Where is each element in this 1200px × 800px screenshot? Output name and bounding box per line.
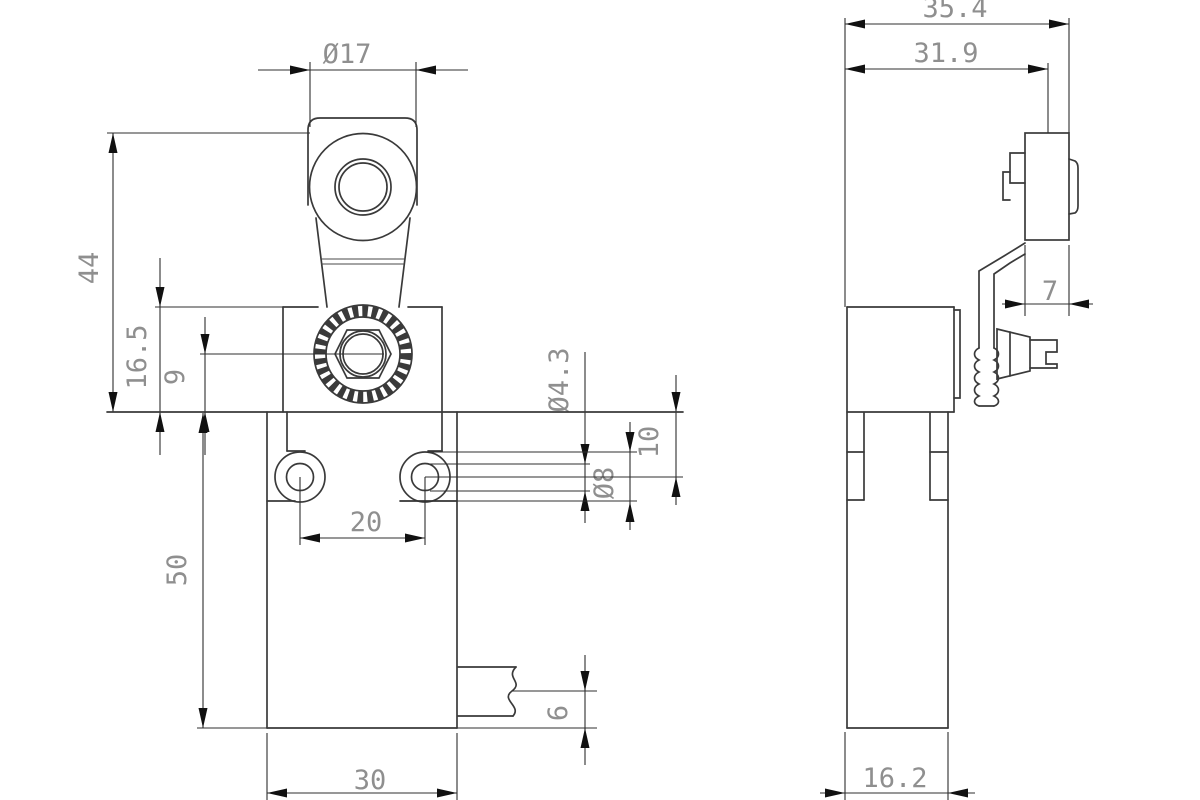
side-roller	[1024, 132, 1070, 241]
dim-label-hole-top-offset: 10	[634, 426, 665, 459]
side-mounting-plate	[953, 309, 961, 399]
lever-arm-left-edge	[315, 217, 328, 308]
side-lever-outer-edge	[978, 242, 1026, 349]
dim-label-roller-width: 7	[1042, 276, 1058, 307]
dim-label-body-width: 30	[354, 765, 387, 796]
dim-label-head-height: 16.5	[122, 324, 153, 389]
side-roller-pin	[1002, 171, 1011, 201]
dim-body-width: 30	[266, 733, 458, 800]
dim-label-body-height: 50	[162, 554, 193, 587]
dim-hole-spacing: 20	[299, 477, 426, 545]
front-view: Ø17 44 16.5 9	[74, 39, 684, 800]
hex-nut	[334, 329, 392, 379]
dim-label-roller-diameter: Ø17	[323, 39, 372, 70]
switch-body	[266, 411, 517, 729]
dim-head-height: 16.5	[122, 258, 283, 455]
dim-roller-diameter: Ø17	[258, 39, 468, 127]
side-roller-bump	[1068, 158, 1079, 215]
dim-label-hole-spacing: 20	[350, 507, 383, 538]
dim-label-total-depth: 35.4	[922, 0, 987, 24]
dim-roller-width: 7	[1002, 245, 1093, 316]
dim-total-depth: 35.4	[844, 0, 1070, 307]
side-roller-lever	[973, 132, 1079, 407]
dim-lever-height: 44	[74, 132, 310, 412]
dim-label-body-depth: 16.2	[862, 763, 927, 794]
plunger-fork	[1029, 339, 1058, 369]
dim-hole-diameter: Ø4.3	[430, 347, 590, 523]
side-view: 35.4 31.9 7 16.2	[820, 0, 1093, 800]
side-plunger	[996, 327, 1058, 381]
dim-body-height: 50	[162, 413, 267, 729]
roller-outer-circle	[308, 132, 418, 242]
side-roller-hub	[1009, 152, 1026, 184]
dim-label-boss-diameter: Ø8	[589, 467, 620, 500]
dim-label-roller-center-depth: 31.9	[913, 38, 978, 69]
side-knurl-left-edge	[973, 347, 981, 407]
side-lever-inner-edge	[993, 253, 1026, 349]
roller-hub-circle	[334, 158, 392, 216]
dim-tab-offset: 6	[457, 655, 597, 765]
side-body	[846, 306, 961, 729]
dim-label-tab-offset: 6	[543, 705, 574, 721]
dim-label-knob-center-offset: 9	[160, 369, 191, 385]
roller-axle-circle	[338, 162, 388, 212]
dim-boss-diameter: Ø8	[400, 422, 637, 530]
roller-lever	[307, 117, 418, 308]
dim-label-lever-height: 44	[74, 252, 105, 285]
dim-roller-center-depth: 31.9	[845, 38, 1049, 133]
lever-arm-right-edge	[398, 217, 411, 308]
dim-label-hole-diameter: Ø4.3	[544, 347, 575, 412]
plunger-cone	[996, 327, 1031, 381]
dim-hole-top-offset: 10	[425, 375, 683, 505]
lever-cap-outline	[307, 117, 418, 206]
switch-head-box	[282, 306, 443, 413]
dim-body-depth: 16.2	[820, 732, 975, 800]
